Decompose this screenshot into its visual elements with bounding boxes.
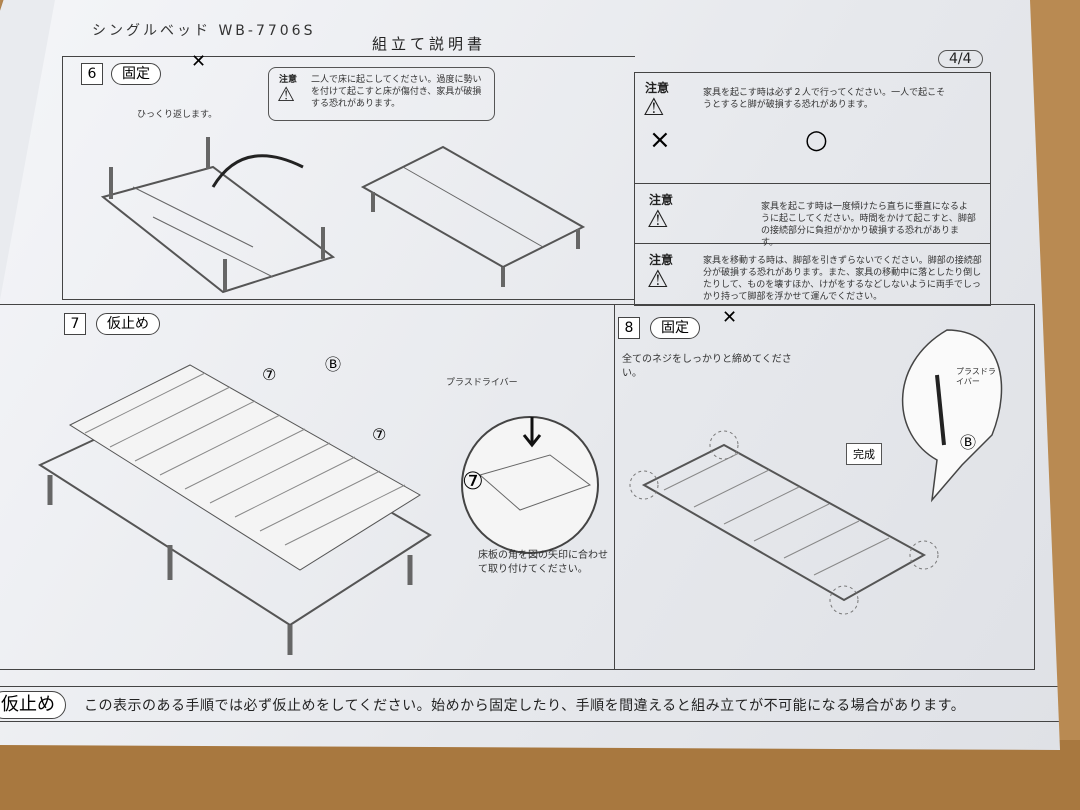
step-instruction: ひっくり返します。	[137, 110, 218, 120]
caution-text: 家具を移動する時は、脚部を引きずらないでください。脚部の接続部分が破損する恐れが…	[703, 256, 982, 302]
part-label-b: Ⓑ	[960, 433, 977, 452]
caution-box: 注意 ⚠ 二人で床に起こしてください。過度に勢いを付けて起こすと床が傷付き、家具…	[268, 67, 495, 121]
caution-text: 家具を起こす時は一度傾けたら直ちに垂直になるように起こしてください。時間をかけて…	[761, 202, 976, 248]
caution-label: 注意	[645, 81, 670, 95]
caution-label: 注意	[649, 253, 674, 267]
step-number: 8	[618, 317, 640, 339]
step6-panel: 6 固定 ✕ ひっくり返します。 注意 ⚠ 二人で床に起こしてください。過度に勢…	[62, 51, 635, 300]
caution-label: 注意	[649, 193, 674, 207]
step-number: 6	[81, 63, 103, 85]
divider	[635, 183, 990, 184]
footer-text: この表示のある手順では必ず仮止めをしてください。始めから固定したり、手順を間違え…	[84, 698, 966, 714]
product-name: シングルベッド WB-7706S	[92, 23, 316, 39]
slatted-bed-illustration	[37, 364, 432, 655]
warning-icon: ⚠	[277, 82, 295, 106]
wrong-mark-icon: ×	[649, 125, 671, 155]
step-instruction: 床板の角を図の矢印に合わせて取り付けてください。	[478, 550, 608, 575]
screwdriver-callout	[901, 329, 1003, 503]
step-label: 固定	[111, 63, 161, 85]
arrow-down-icon	[522, 417, 542, 448]
footer-label: 仮止め	[0, 691, 66, 719]
part-label-7: ⑦	[372, 425, 387, 444]
complete-label: 完成	[846, 443, 882, 465]
screwdriver-icon	[935, 374, 946, 446]
step-number: 7	[64, 313, 86, 335]
rotate-arrow-icon	[211, 154, 304, 188]
completed-bed-illustration	[629, 430, 939, 615]
caution-panel: 注意 ⚠ 家具を起こす時は必ず２人で行ってください。一人で起こそうとすると脚が破…	[634, 72, 991, 306]
step-label: 固定	[650, 317, 700, 339]
tool-label: プラスドライバー	[446, 378, 518, 388]
instruction-sheet: シングルベッド WB-7706S 組立て説明書 4/4 6 固定 ✕ ひっくり返…	[0, 0, 1060, 750]
caution-label: 注意	[279, 75, 298, 85]
bed-frame-upside-down-illustration	[100, 137, 336, 294]
step8-panel: 8 固定 ✕ 全てのネジをしっかりと締めてください。 完成 プラスドライバー Ⓑ	[614, 304, 1035, 670]
part-label-b: Ⓑ	[325, 355, 342, 374]
caution-text: 家具を起こす時は必ず２人で行ってください。一人で起こそうとすると脚が破損する恐れ…	[703, 88, 946, 110]
x-mark-icon: ✕	[191, 51, 207, 72]
caution-text: 二人で床に起こしてください。過度に勢いを付けて起こすと床が傷付き、家具が破損する…	[311, 75, 482, 109]
tool-label: プラスドライバー	[956, 367, 996, 386]
warning-icon: ⚠	[647, 265, 669, 293]
page-number: 4/4	[938, 50, 983, 68]
bed-frame-upright-illustration	[360, 145, 586, 287]
step-instruction: 全てのネジをしっかりと締めてください。	[622, 354, 792, 379]
step-label: 仮止め	[96, 313, 160, 335]
correct-mark-icon: ○	[805, 125, 828, 155]
divider	[635, 243, 990, 244]
warning-icon: ⚠	[643, 93, 665, 121]
part-label-7: ⑦	[262, 365, 277, 384]
warning-icon: ⚠	[647, 205, 669, 233]
corner-detail-illustration	[461, 416, 599, 554]
cardboard-box	[0, 740, 1080, 810]
step7-panel: 7 仮止め ⑦ ⑦ Ⓑ プラスドライバー ⑦ 床板の角を図の矢印に合わせて取り付…	[0, 304, 615, 670]
x-mark-icon: ✕	[722, 307, 738, 328]
document-title: 組立て説明書	[372, 35, 487, 53]
part-label-7: ⑦	[462, 467, 484, 495]
footer-note: 仮止め この表示のある手順では必ず仮止めをしてください。始めから固定したり、手順…	[0, 686, 1060, 722]
